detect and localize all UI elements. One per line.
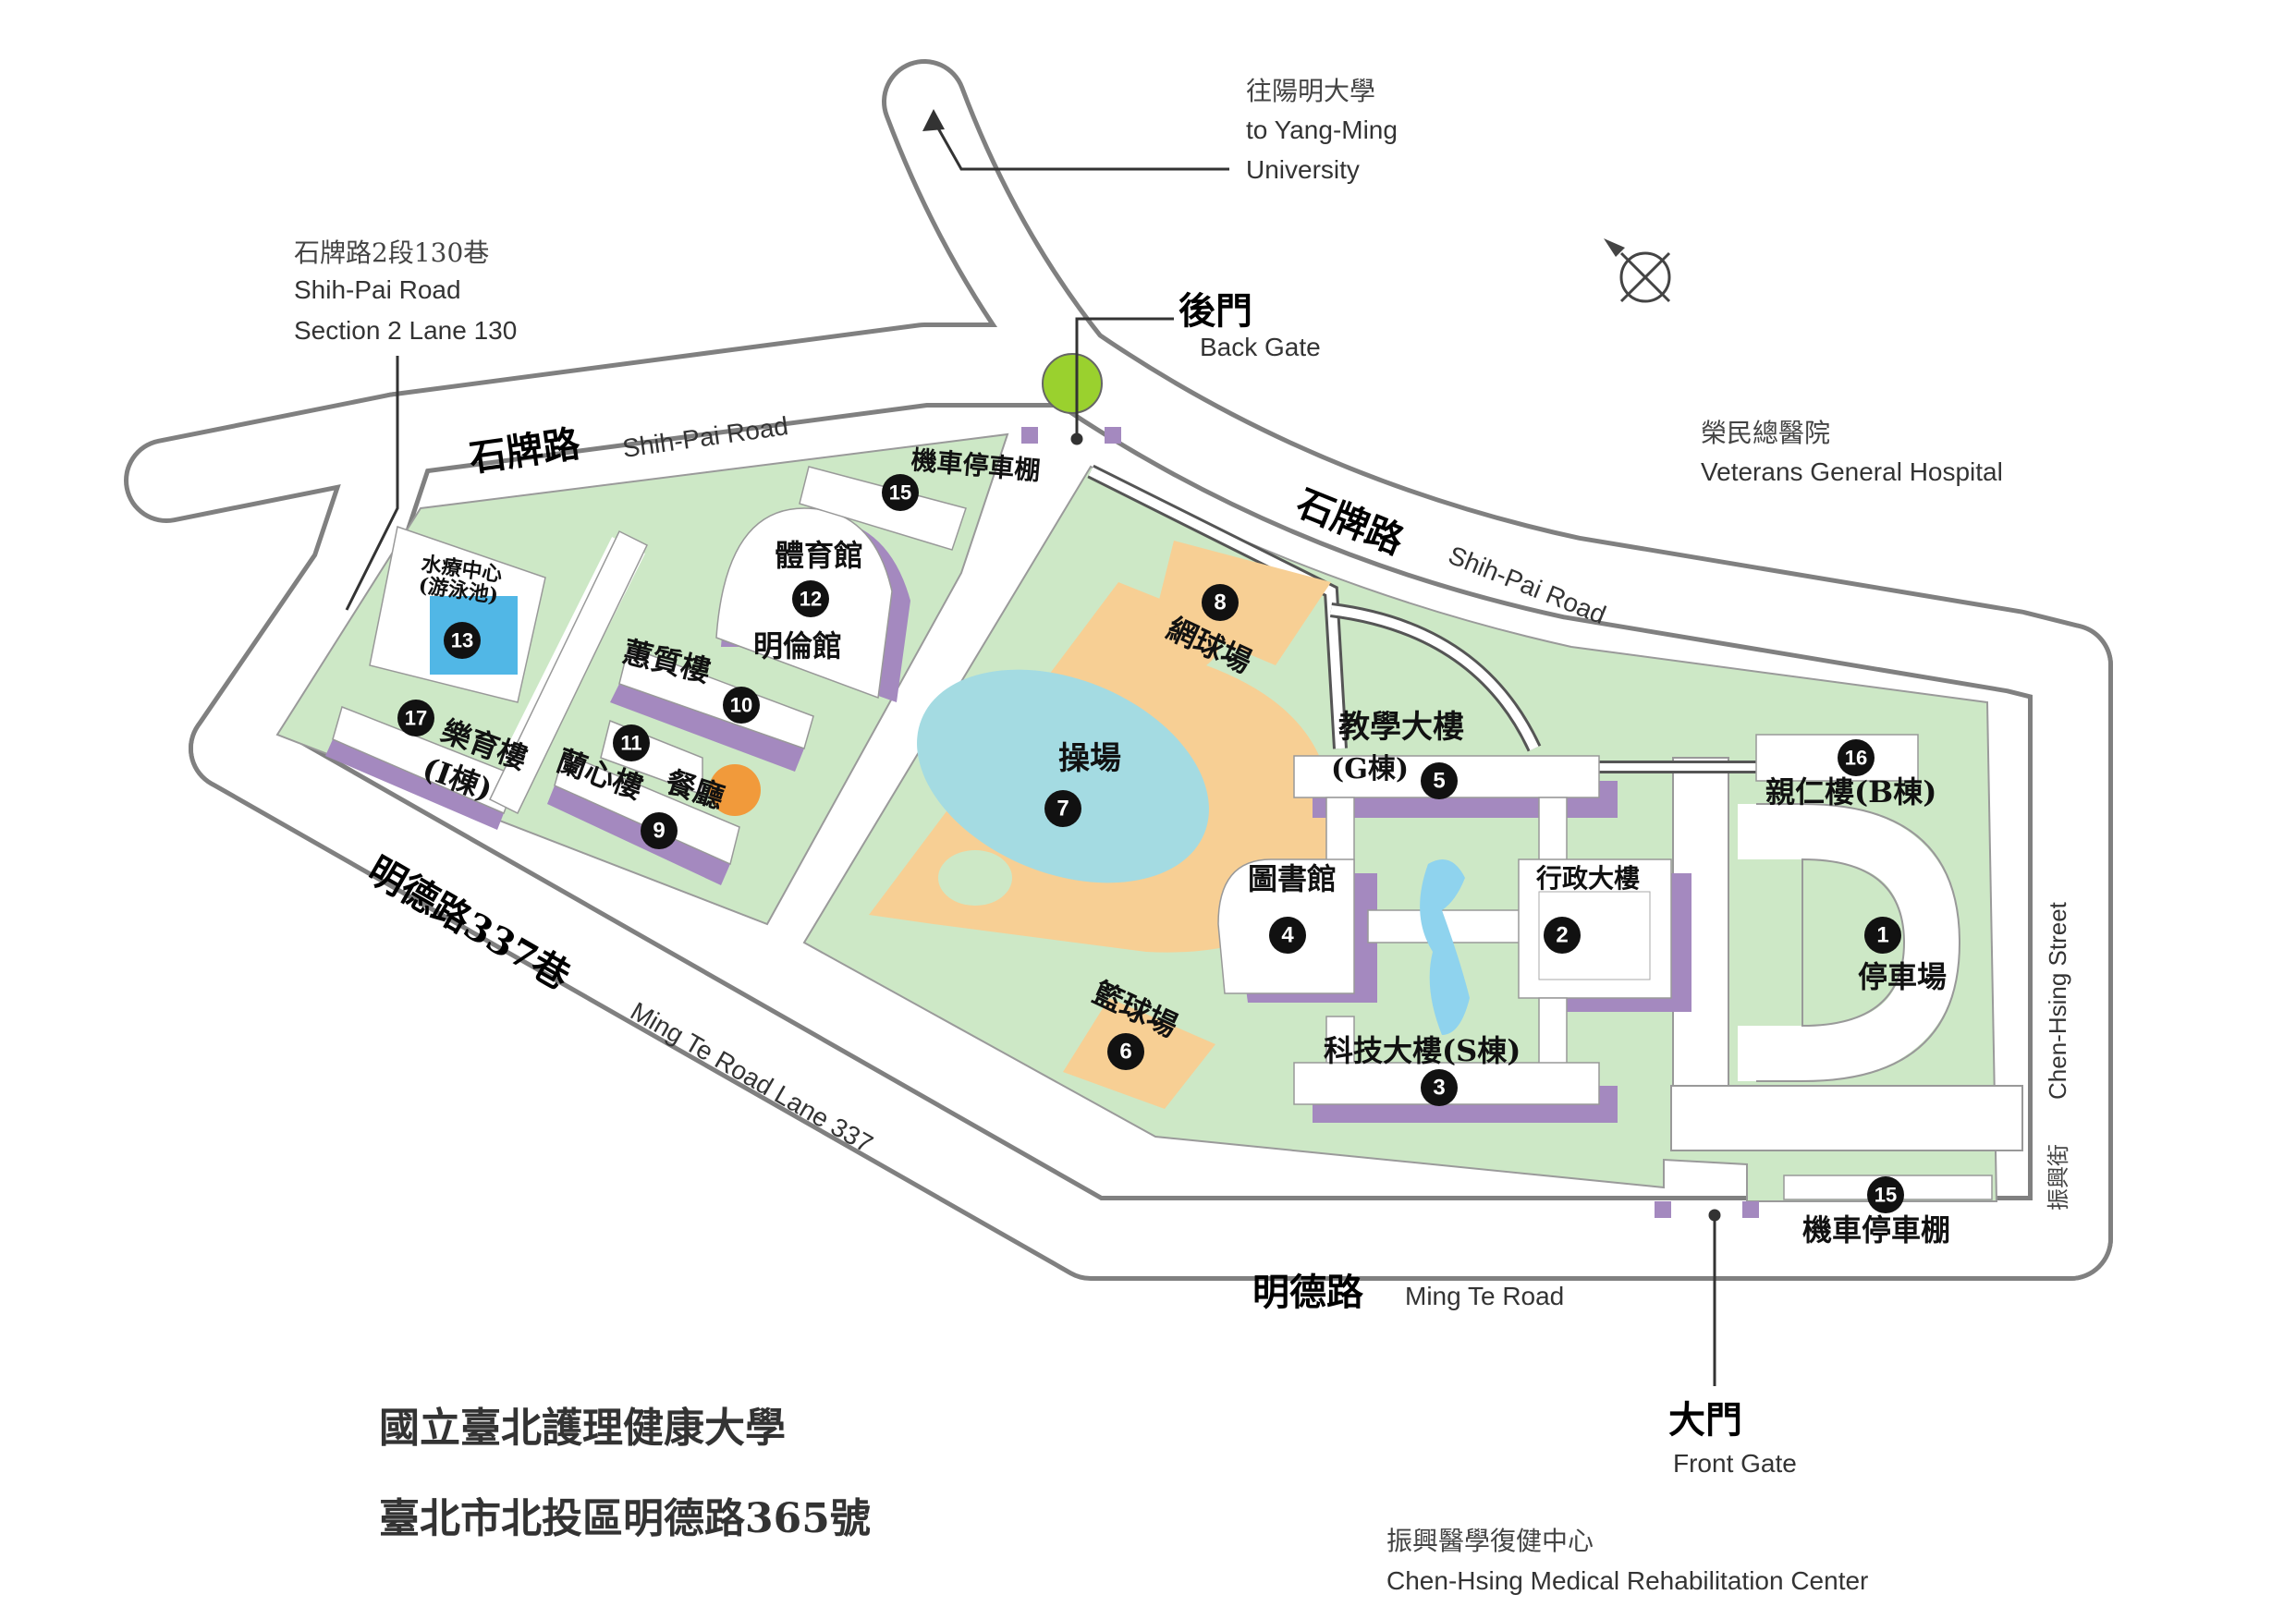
university-name: 國立臺北護理健康大學 xyxy=(379,1405,786,1452)
place-5-name-1: 教學大樓 xyxy=(1338,709,1464,746)
svg-text:9: 9 xyxy=(653,819,665,844)
marker-15b: 15 xyxy=(1867,1176,1904,1213)
marker-16: 16 xyxy=(1838,739,1875,776)
marker-4: 4 xyxy=(1269,917,1306,954)
place-12-name-1: 體育館 xyxy=(775,538,863,573)
svg-text:13: 13 xyxy=(451,629,473,652)
marker-2: 2 xyxy=(1544,917,1581,954)
lane130-en-2: Section 2 Lane 130 xyxy=(294,316,517,345)
marker-5: 5 xyxy=(1421,762,1458,799)
lane130-en-1: Shih-Pai Road xyxy=(294,275,461,304)
marker-13: 13 xyxy=(444,622,481,659)
front-gate-zh: 大門 xyxy=(1668,1398,1742,1442)
north-arrow-icon xyxy=(1604,238,1671,303)
place-15b-name: 機車停車棚 xyxy=(1802,1212,1950,1248)
marker-7: 7 xyxy=(1044,790,1081,827)
marker-6: 6 xyxy=(1107,1033,1144,1070)
place-2-name: 行政大樓 xyxy=(1535,863,1640,894)
hospital-zh: 榮民總醫院 xyxy=(1701,418,1830,448)
marker-11: 11 xyxy=(613,724,650,761)
svg-text:1: 1 xyxy=(1876,923,1888,948)
marker-10: 10 xyxy=(723,687,760,724)
place-12-name-2: 明倫館 xyxy=(753,628,842,663)
rehab-zh: 振興醫學復健中心 xyxy=(1386,1526,1594,1556)
leader-lines xyxy=(345,109,1721,1386)
place-1-name: 停車場 xyxy=(1858,959,1947,994)
callouts: 往陽明大學 to Yang-Ming University 石牌路2段130巷 … xyxy=(294,76,2003,1595)
mingte-en: Ming Te Road xyxy=(1405,1282,1564,1310)
svg-text:17: 17 xyxy=(405,707,427,730)
place-markers: 1 2 3 4 5 6 7 8 9 10 11 12 13 15 15 16 1… xyxy=(397,474,1904,1213)
mingte-zh: 明德路 xyxy=(1252,1271,1364,1314)
yangming-en-2: University xyxy=(1246,155,1360,184)
svg-text:8: 8 xyxy=(1214,590,1226,615)
svg-text:10: 10 xyxy=(730,694,752,717)
place-16-name: 親仁樓(B棟) xyxy=(1765,774,1936,810)
svg-text:4: 4 xyxy=(1281,923,1294,948)
inner-roads xyxy=(1087,464,2023,1151)
place-3-name: 科技大樓(S棟) xyxy=(1324,1033,1520,1068)
marker-15a: 15 xyxy=(882,474,919,511)
hospital-en: Veterans General Hospital xyxy=(1701,457,2003,486)
yangming-zh: 往陽明大學 xyxy=(1246,76,1375,106)
svg-text:15: 15 xyxy=(1875,1184,1897,1207)
svg-text:5: 5 xyxy=(1433,769,1445,794)
chenhsing-en: Chen-Hsing Street xyxy=(2044,901,2071,1100)
marker-9: 9 xyxy=(641,812,678,849)
restaurant-marker xyxy=(709,764,761,816)
back-gate-en: Back Gate xyxy=(1200,333,1321,361)
title-block: 國立臺北護理健康大學 臺北市北投區明德路365號 xyxy=(379,1405,871,1542)
marker-8: 8 xyxy=(1202,584,1239,621)
marker-3: 3 xyxy=(1421,1069,1458,1106)
svg-text:6: 6 xyxy=(1119,1040,1131,1065)
svg-text:7: 7 xyxy=(1056,797,1069,822)
gate-posts xyxy=(1021,427,1759,1218)
svg-text:16: 16 xyxy=(1845,747,1867,770)
sports-field xyxy=(869,582,1331,953)
tree-icon xyxy=(1042,353,1103,414)
marker-17: 17 xyxy=(397,700,434,736)
road-network xyxy=(124,59,2113,1281)
svg-text:15: 15 xyxy=(889,481,911,505)
rehab-en: Chen-Hsing Medical Rehabilitation Center xyxy=(1386,1566,1868,1595)
marker-12: 12 xyxy=(792,580,829,617)
lane130-zh: 石牌路2段130巷 xyxy=(294,237,489,268)
marker-1: 1 xyxy=(1864,917,1901,954)
university-address: 臺北市北投區明德路365號 xyxy=(379,1495,871,1542)
svg-text:3: 3 xyxy=(1433,1076,1445,1101)
svg-text:11: 11 xyxy=(620,732,641,755)
front-gate-en: Front Gate xyxy=(1673,1449,1797,1478)
place-4-name: 圖書館 xyxy=(1248,861,1337,896)
svg-text:2: 2 xyxy=(1556,923,1568,948)
yangming-en-1: to Yang-Ming xyxy=(1246,116,1398,144)
place-7-name: 操場 xyxy=(1058,740,1121,777)
svg-text:12: 12 xyxy=(800,588,822,611)
place-5-name-2: (G棟) xyxy=(1331,753,1409,785)
back-gate-zh: 後門 xyxy=(1179,289,1252,333)
chenhsing-zh: 振興街 xyxy=(2046,1144,2071,1211)
